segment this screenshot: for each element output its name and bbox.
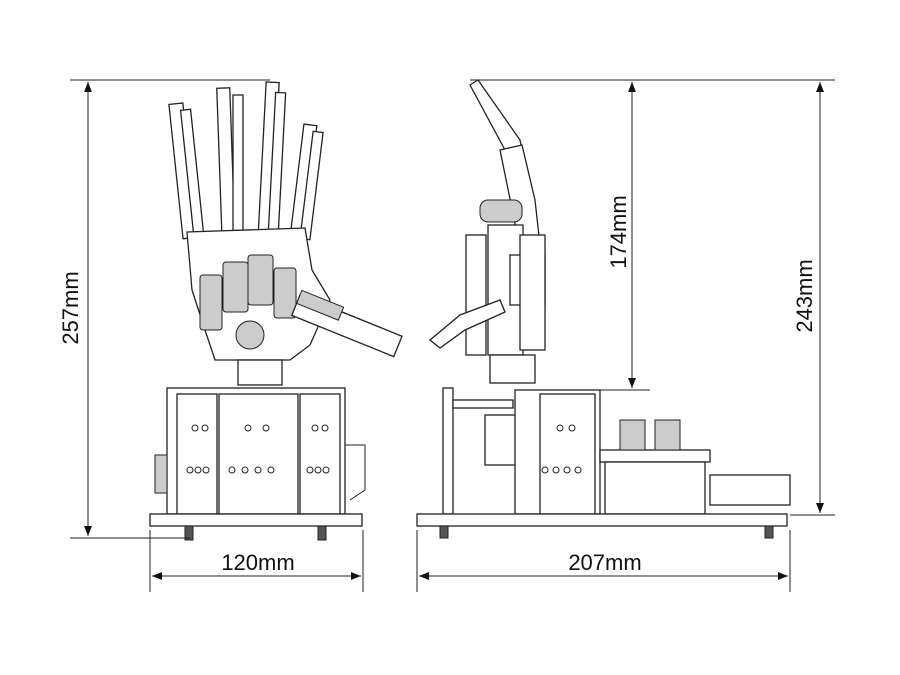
extension-lines [70, 79, 835, 592]
label-front-width: 120mm [221, 550, 294, 575]
label-side-width: 207mm [568, 550, 641, 575]
front-view-base [149, 387, 366, 541]
label-side-height: 243mm [792, 259, 817, 332]
front-view-hand [168, 81, 403, 386]
label-hand-height: 174mm [606, 195, 631, 268]
side-view-base [416, 387, 791, 539]
side-view-hand [428, 79, 546, 384]
label-front-height: 257mm [58, 271, 83, 344]
